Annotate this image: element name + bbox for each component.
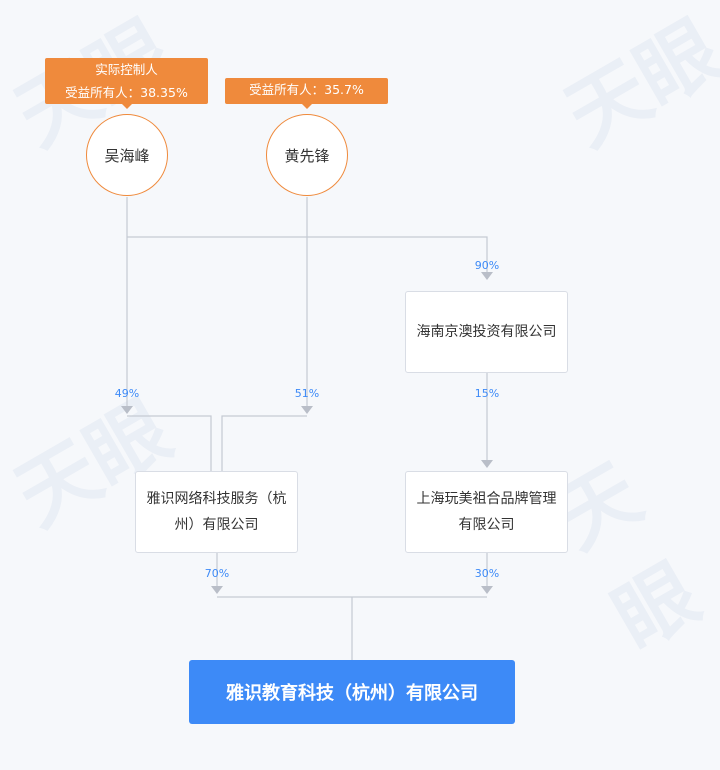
share-percentage: 90%	[474, 259, 500, 272]
target-company-node[interactable]: 雅识教育科技（杭州）有限公司	[189, 660, 515, 724]
company-node-yashi-network[interactable]: 雅识网络科技服务（杭州）有限公司	[135, 471, 298, 553]
company-name: 雅识网络科技服务（杭州）有限公司	[146, 491, 287, 533]
controller-label: 实际控制人	[95, 62, 158, 77]
person-name: 吴海峰	[104, 146, 150, 165]
share-percentage: 51%	[294, 387, 320, 400]
share-percentage: 30%	[474, 567, 500, 580]
person-badge: 受益所有人：35.7%	[225, 78, 388, 109]
company-node-hainan[interactable]: 海南京澳投资有限公司	[405, 291, 568, 373]
person-badge: 实际控制人 受益所有人：38.35%	[45, 58, 208, 109]
company-name: 海南京澳投资有限公司	[416, 324, 557, 340]
share-percentage: 70%	[204, 567, 230, 580]
company-node-shanghai[interactable]: 上海玩美祖合品牌管理有限公司	[405, 471, 568, 553]
beneficial-owner-label: 受益所有人：35.7%	[249, 82, 364, 97]
beneficial-owner-label: 受益所有人：38.35%	[65, 85, 188, 100]
company-name: 雅识教育科技（杭州）有限公司	[226, 683, 478, 704]
company-name: 上海玩美祖合品牌管理有限公司	[416, 491, 557, 533]
person-name: 黄先锋	[284, 146, 330, 165]
person-node[interactable]: 吴海峰	[86, 114, 168, 196]
person-node[interactable]: 黄先锋	[266, 114, 348, 196]
share-percentage: 49%	[114, 387, 140, 400]
share-percentage: 15%	[474, 387, 500, 400]
